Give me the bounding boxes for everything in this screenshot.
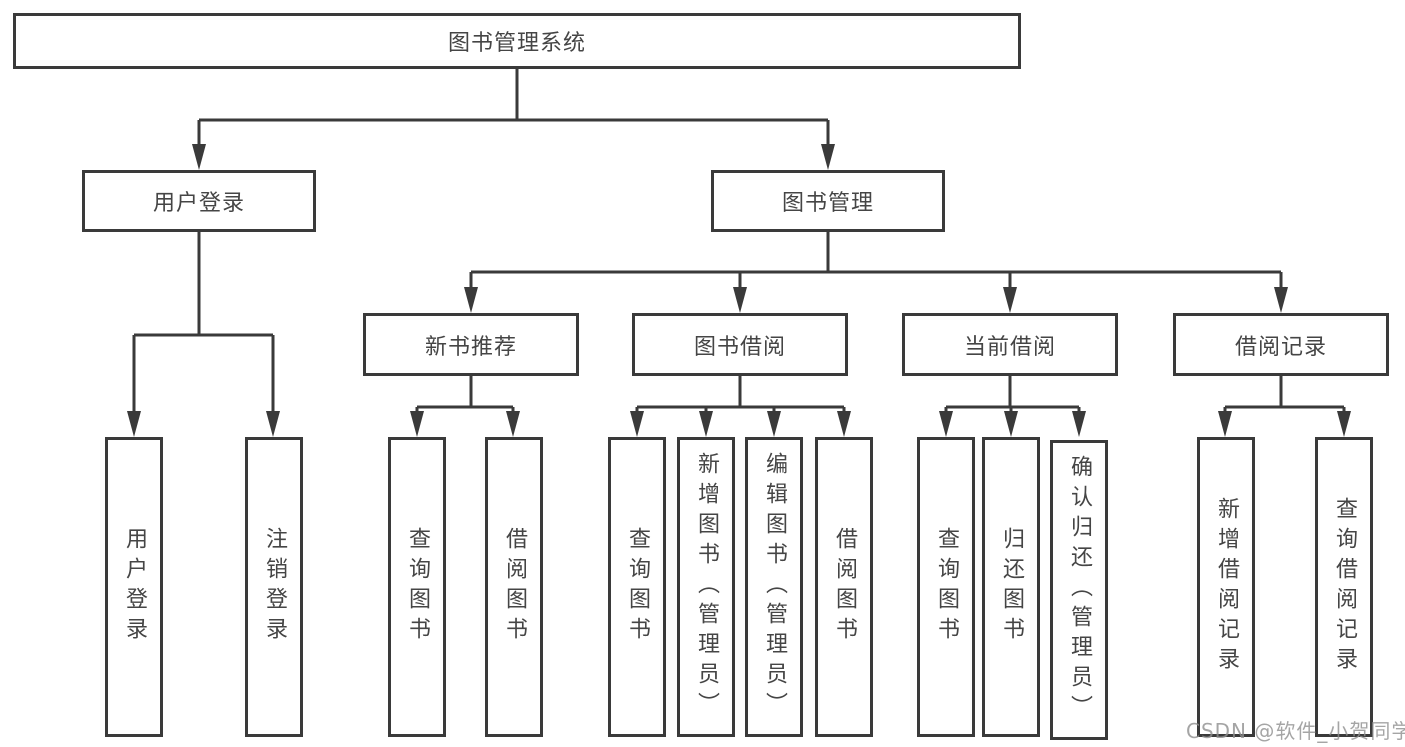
node-book-management: 图书管理 — [711, 170, 945, 232]
leaf-return-books: 归还图书 — [982, 437, 1040, 737]
node-label: 查询图书 — [934, 527, 959, 647]
leaf-logout: 注销登录 — [245, 437, 303, 737]
leaf-query-books-borrowing: 查询图书 — [608, 437, 666, 737]
node-label: 图书管理 — [781, 191, 874, 216]
leaf-query-books-recommend: 查询图书 — [388, 437, 446, 737]
node-label: 查询图书 — [405, 527, 430, 647]
node-library-management-system: 图书管理系统 — [13, 13, 1021, 69]
node-user-login: 用户登录 — [82, 170, 316, 232]
node-label: 借阅图书 — [502, 527, 527, 647]
connector-user-login-group — [132, 232, 275, 415]
node-label: 新增借阅记录 — [1214, 497, 1239, 677]
node-label: 图书管理系统 — [447, 31, 586, 56]
leaf-add-books-admin: 新增图书（管理员） — [677, 437, 735, 737]
connector-new-book-group — [415, 376, 515, 415]
leaf-edit-books-admin: 编辑图书（管理员） — [745, 437, 803, 737]
connector-borrowing-records-group — [1223, 376, 1346, 415]
leaf-add-borrow-record: 新增借阅记录 — [1197, 437, 1255, 737]
connector-current-borrowing-group — [944, 376, 1081, 415]
node-borrowing-records: 借阅记录 — [1173, 313, 1389, 376]
leaf-confirm-return-admin: 确认归还（管理员） — [1050, 440, 1108, 740]
node-label: 确认归还（管理员） — [1067, 455, 1092, 725]
node-label: 图书借阅 — [693, 334, 786, 360]
watermark: CSDN @软件_小贺同学 — [1186, 719, 1405, 743]
node-new-book-recommendation: 新书推荐 — [363, 313, 579, 376]
node-label: 用户登录 — [122, 527, 147, 647]
node-label: 注销登录 — [262, 527, 287, 647]
node-label: 归还图书 — [999, 527, 1024, 647]
leaf-borrow-books-recommend: 借阅图书 — [485, 437, 543, 737]
node-label: 编辑图书（管理员） — [762, 452, 787, 722]
leaf-query-books-current: 查询图书 — [917, 437, 975, 737]
leaf-query-borrow-record: 查询借阅记录 — [1315, 437, 1373, 737]
node-label: 查询借阅记录 — [1332, 497, 1357, 677]
node-label: 借阅记录 — [1234, 334, 1327, 360]
arrowheads — [127, 144, 1351, 437]
node-label: 新书推荐 — [424, 334, 517, 360]
leaf-user-login: 用户登录 — [105, 437, 163, 737]
node-current-borrowing: 当前借阅 — [902, 313, 1118, 376]
node-book-borrowing: 图书借阅 — [632, 313, 848, 376]
node-label: 新增图书（管理员） — [694, 452, 719, 722]
node-label: 用户登录 — [152, 191, 245, 216]
leaf-borrow-books: 借阅图书 — [815, 437, 873, 737]
node-label: 借阅图书 — [832, 527, 857, 647]
connector-root-to-level1 — [197, 68, 830, 148]
connector-book-borrowing-group — [635, 376, 846, 415]
node-label: 查询图书 — [625, 527, 650, 647]
node-label: 当前借阅 — [963, 334, 1056, 360]
connector-book-management-group — [469, 232, 1283, 291]
